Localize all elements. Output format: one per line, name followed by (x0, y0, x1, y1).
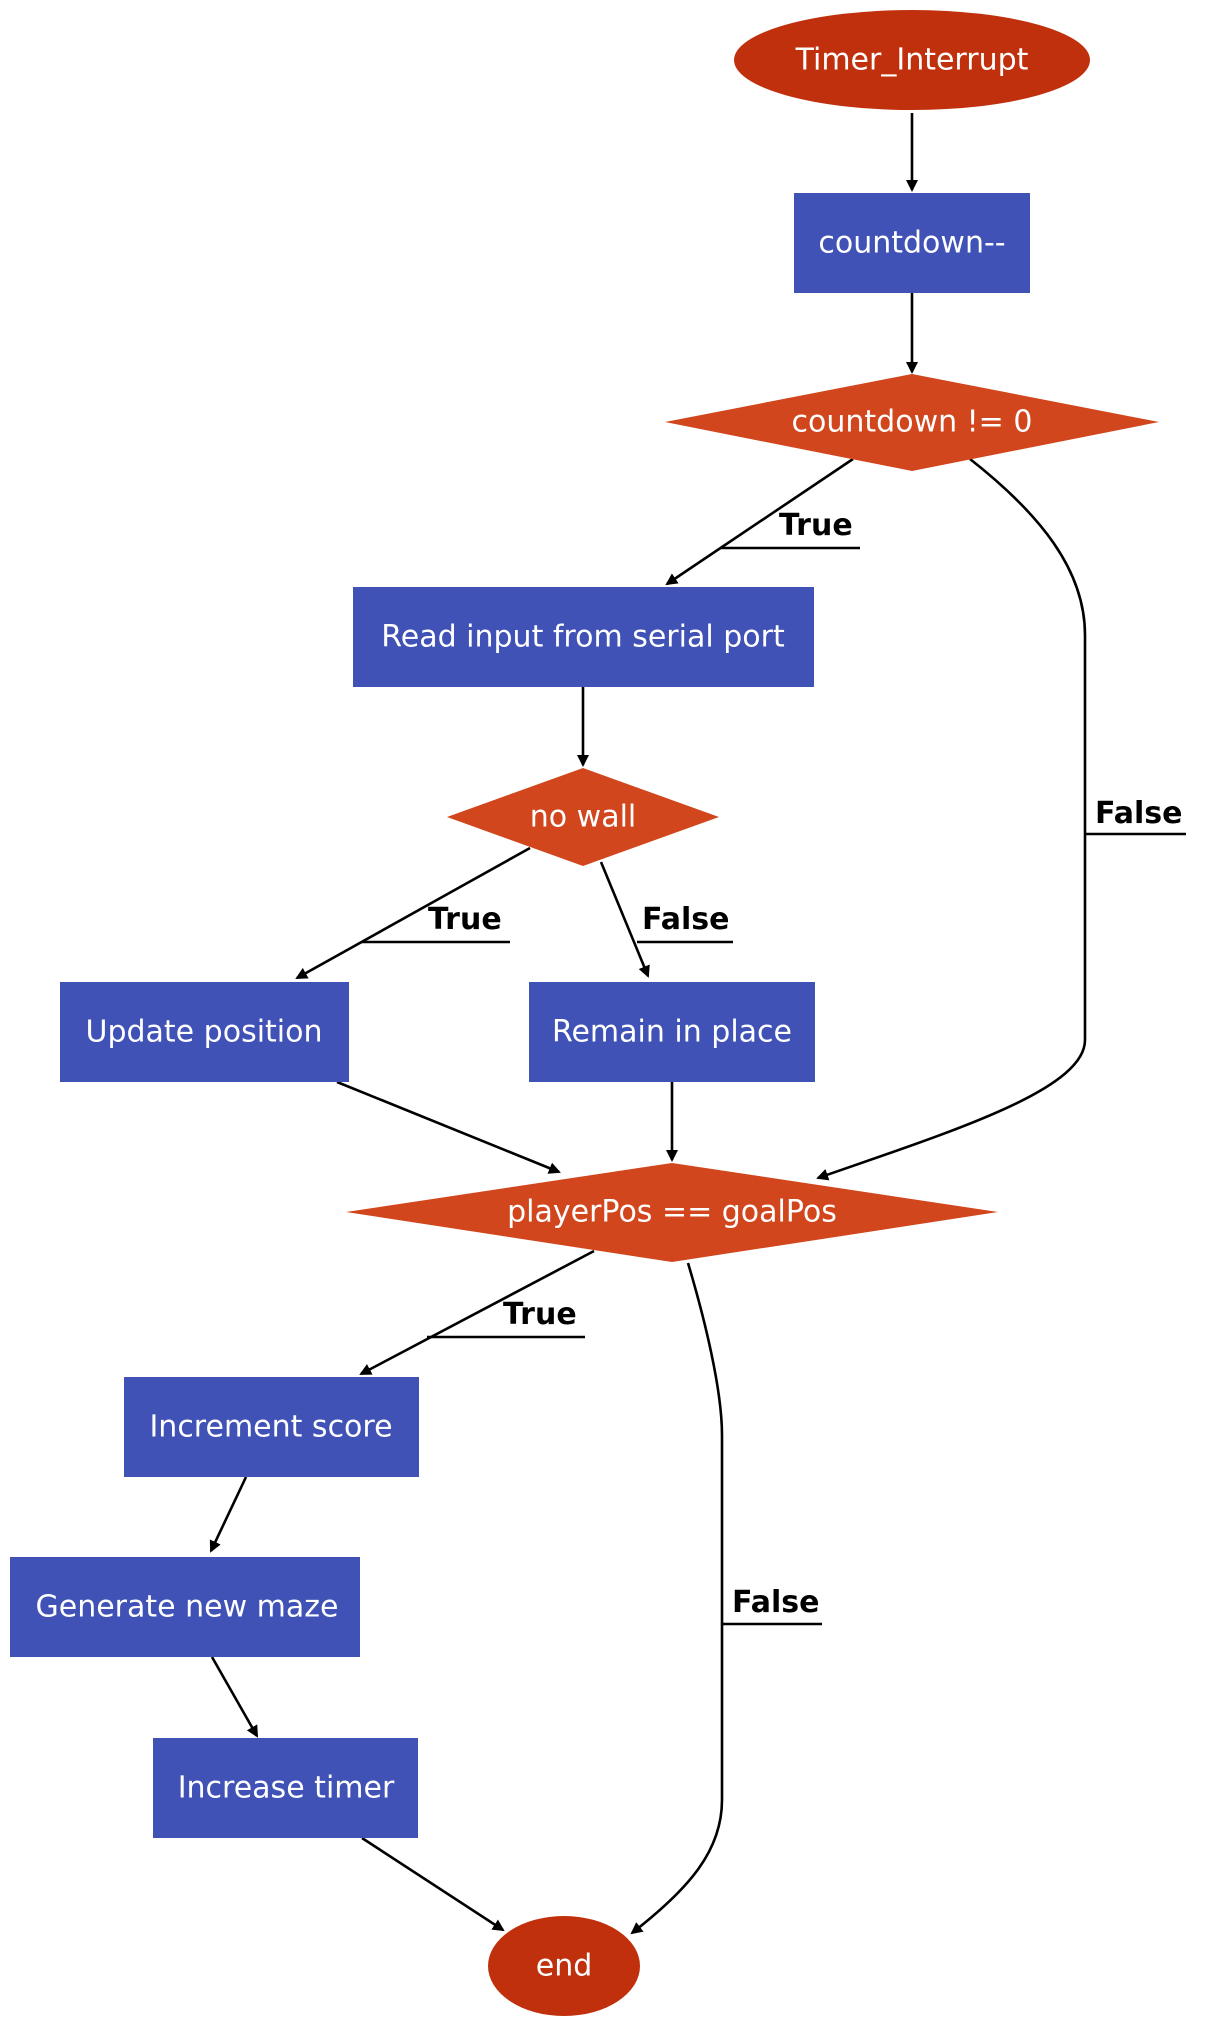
edge-label-leaders (362, 546, 1186, 1626)
node-goal-check-label: playerPos == goalPos (507, 1195, 837, 1230)
node-countdown-check-shape (665, 374, 1159, 471)
node-increment-score: Increment score (124, 1377, 419, 1477)
edge-labels: True False True False True False (428, 508, 1182, 1620)
label-countdown-false: False (1095, 796, 1182, 831)
node-countdown-decrement: countdown-- (794, 193, 1030, 293)
edge-nowall-false-to-remain (599, 861, 650, 978)
node-increment-score-shape (124, 1377, 419, 1477)
label-goal-false: False (732, 1585, 819, 1620)
node-timer-interrupt: Timer_Interrupt (734, 10, 1090, 110)
node-update-position-shape (60, 982, 349, 1082)
edge-increment-to-generate (209, 1476, 248, 1553)
node-read-input: Read input from serial port (353, 587, 814, 687)
edge-nowall-true-to-update (295, 846, 531, 980)
node-goal-check: playerPos == goalPos (346, 1163, 998, 1262)
node-goal-check-shape (346, 1163, 998, 1262)
node-timer-interrupt-label: Timer_Interrupt (795, 43, 1029, 78)
edge-generate-to-timer (210, 1656, 259, 1738)
node-generate-maze: Generate new maze (10, 1557, 360, 1657)
node-read-input-shape (353, 587, 814, 687)
node-end-label: end (536, 1949, 593, 1984)
label-wall-false: False (642, 902, 729, 937)
node-countdown-check-label: countdown != 0 (792, 405, 1033, 440)
node-end: end (488, 1916, 640, 2016)
node-remain-in-place: Remain in place (529, 982, 815, 1082)
edge-goal-false-to-end (630, 1262, 724, 1935)
edge-goal-true-to-increment (359, 1249, 595, 1376)
label-goal-true: True (503, 1297, 577, 1332)
label-countdown-true: True (779, 508, 853, 543)
edges (209, 113, 1087, 1935)
node-countdown-check: countdown != 0 (665, 374, 1159, 471)
edge-timer-to-end (361, 1836, 505, 1932)
edge-check-false-to-goal (816, 457, 1087, 1181)
node-increase-timer-shape (153, 1738, 418, 1838)
node-countdown-decrement-shape (794, 193, 1030, 293)
node-countdown-decrement-label: countdown-- (818, 226, 1005, 261)
node-no-wall: no wall (447, 768, 719, 866)
nodes: Timer_Interrupt countdown-- countdown !=… (10, 10, 1159, 2016)
node-remain-in-place-label: Remain in place (552, 1015, 792, 1050)
node-increase-timer: Increase timer (153, 1738, 418, 1838)
node-generate-maze-label: Generate new maze (35, 1590, 338, 1625)
node-remain-in-place-shape (529, 982, 815, 1082)
node-increment-score-label: Increment score (149, 1410, 392, 1445)
edge-update-to-goal (336, 1080, 561, 1174)
node-no-wall-label: no wall (530, 800, 637, 835)
node-generate-maze-shape (10, 1557, 360, 1657)
node-read-input-label: Read input from serial port (381, 620, 785, 655)
node-end-shape (488, 1916, 640, 2016)
label-wall-true: True (428, 902, 502, 937)
node-no-wall-shape (447, 768, 719, 866)
node-update-position: Update position (60, 982, 349, 1082)
node-update-position-label: Update position (85, 1015, 322, 1050)
node-increase-timer-label: Increase timer (178, 1771, 395, 1806)
node-timer-interrupt-shape (734, 10, 1090, 110)
edge-check-true-to-read (665, 457, 854, 586)
